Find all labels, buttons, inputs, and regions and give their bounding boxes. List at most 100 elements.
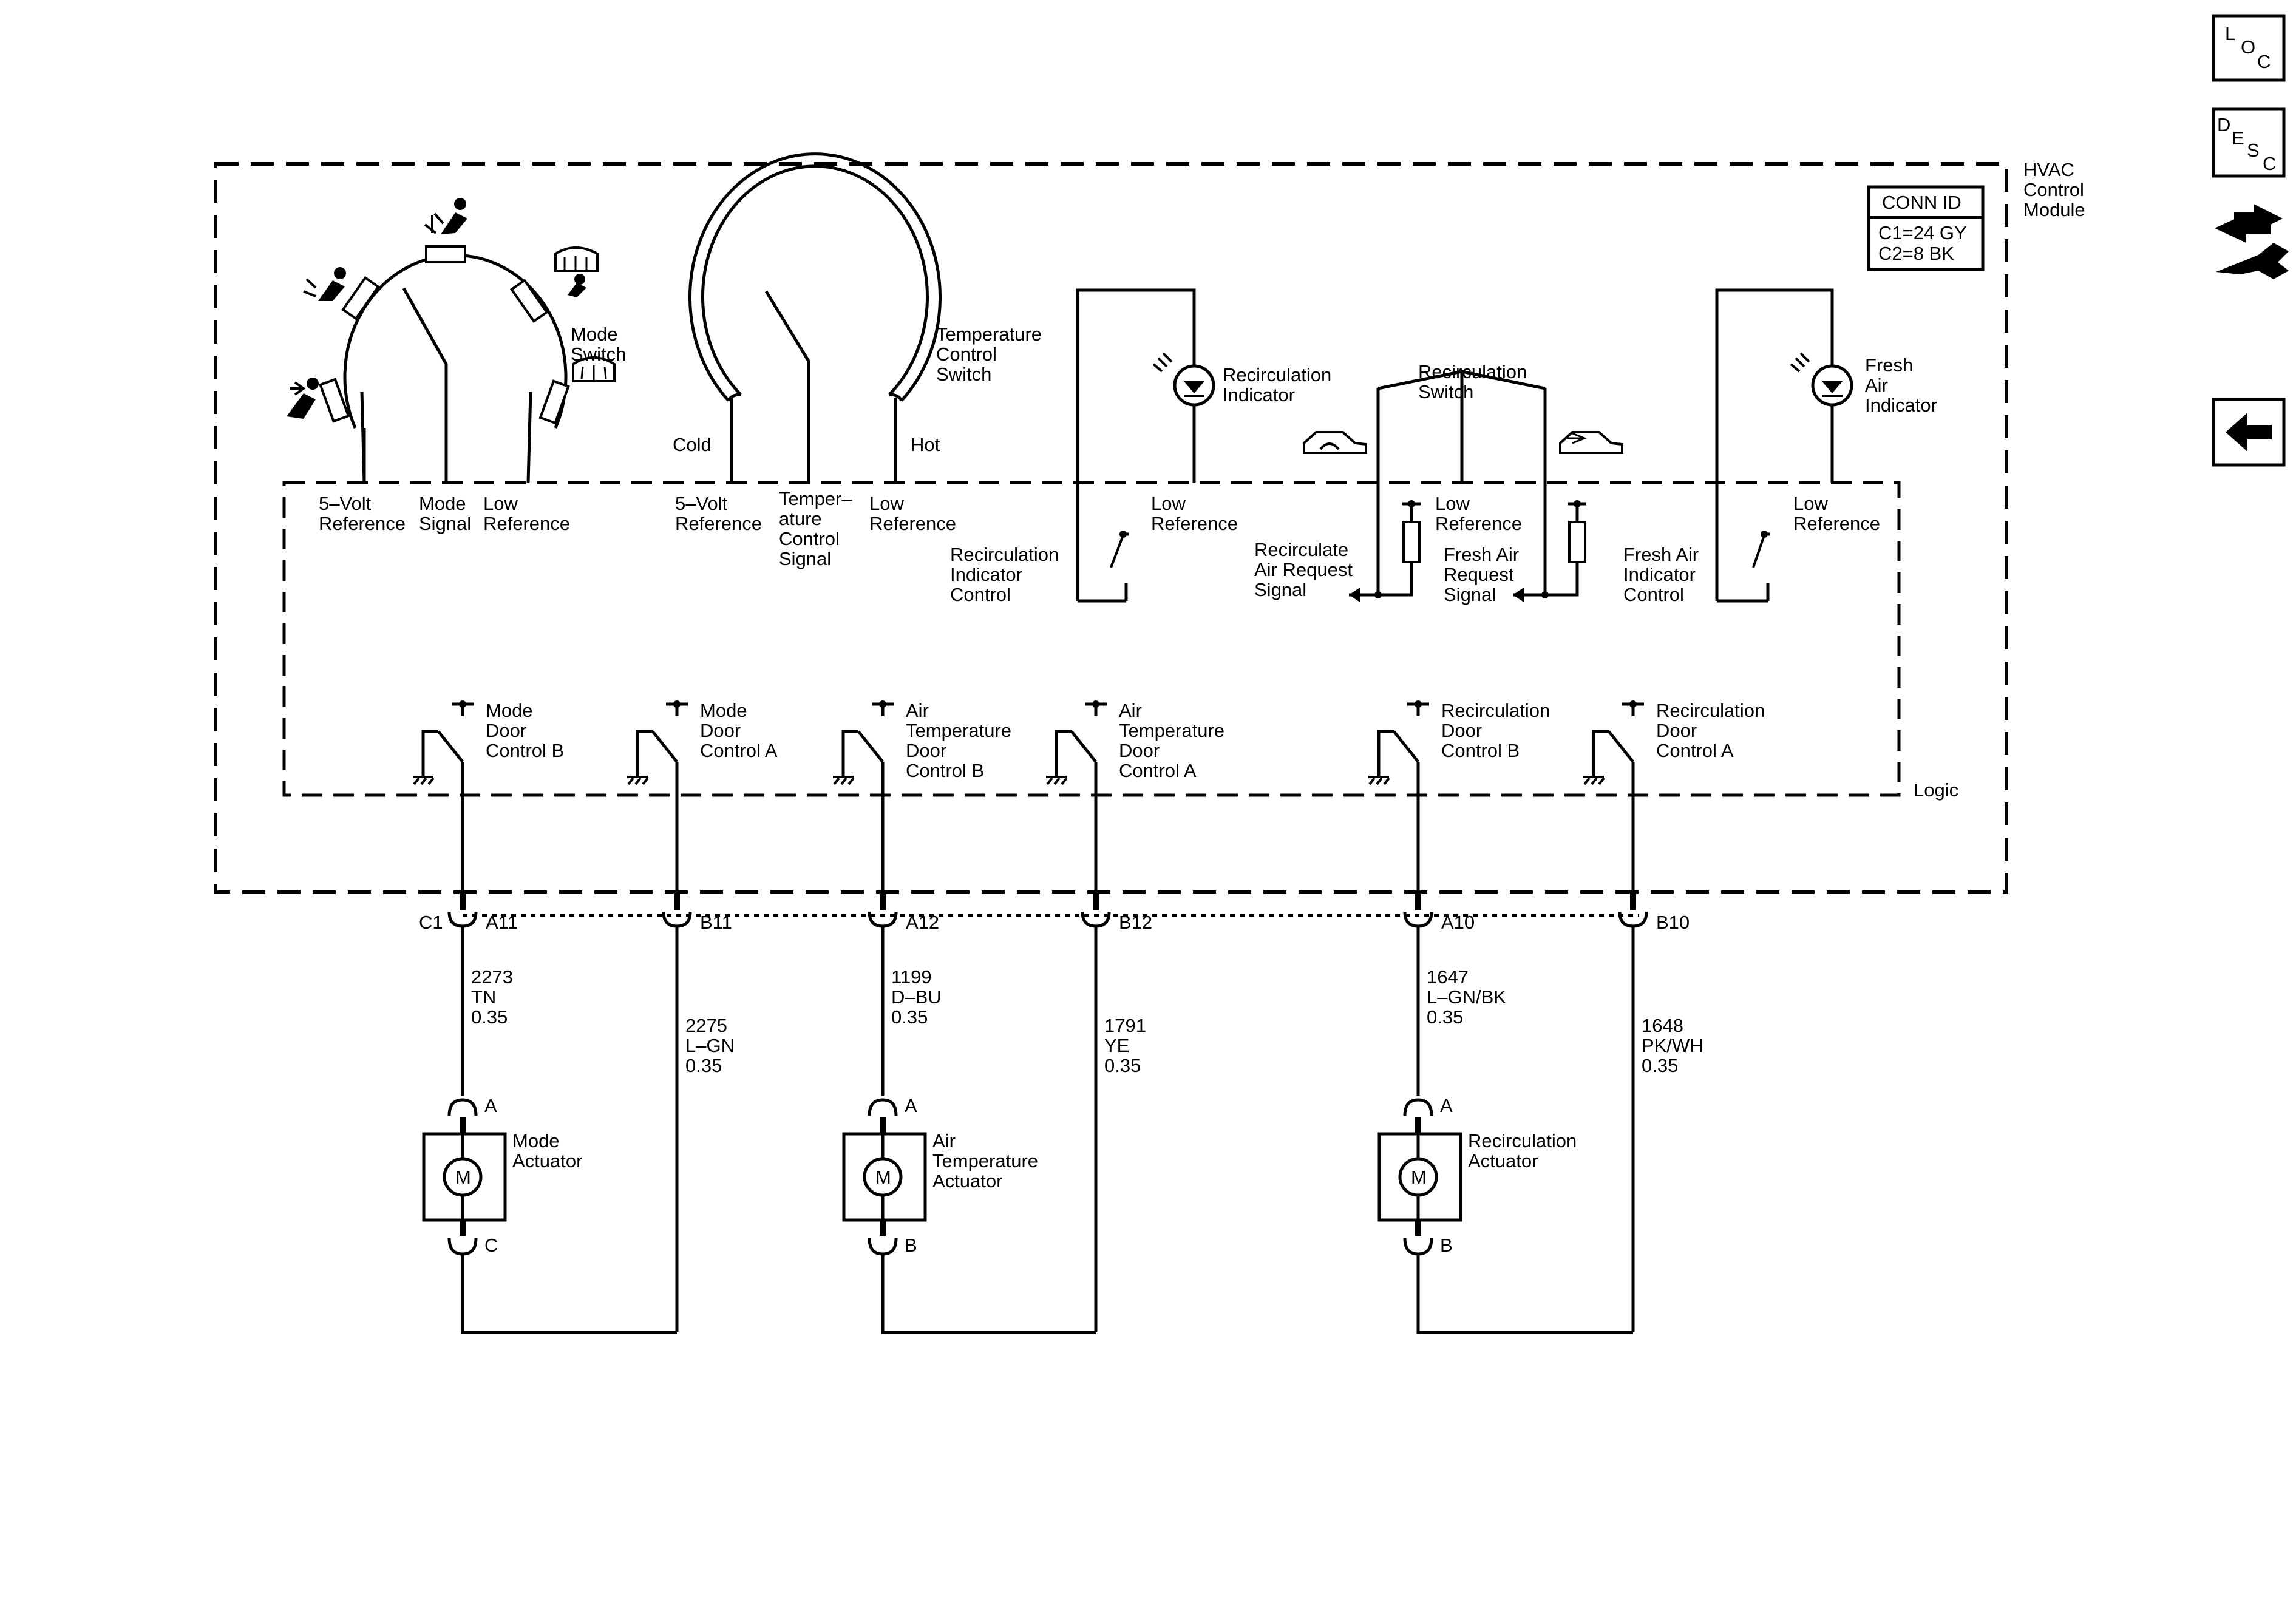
motor-letter: M xyxy=(455,1167,471,1188)
wire-gauge: 0.35 xyxy=(891,1006,928,1028)
loc-button[interactable]: L O C xyxy=(2212,14,2286,82)
motor-letter: M xyxy=(875,1167,891,1188)
mode-switch-title: Mode xyxy=(571,324,618,345)
actuator-name: Actuator xyxy=(512,1150,582,1171)
driver-label: Door xyxy=(1656,720,1697,741)
wire-gauge: 0.35 xyxy=(685,1055,722,1076)
desc-button[interactable]: D E S C xyxy=(2212,107,2286,178)
diagnostic-tools-icon[interactable] xyxy=(2215,204,2289,279)
wire-color: TN xyxy=(471,986,496,1008)
signal-label: Signal xyxy=(1254,579,1306,600)
hot-label: Hot xyxy=(911,434,940,455)
actuator-name: Air xyxy=(932,1130,956,1151)
fresh-indicator-title: Air xyxy=(1865,375,1888,396)
loc-letter-l: L xyxy=(2225,23,2235,44)
driver-label: Control A xyxy=(1656,740,1734,761)
vent-floor-icon xyxy=(287,378,319,419)
control-label: Indicator xyxy=(950,564,1022,585)
driver-label: Door xyxy=(486,720,526,741)
driver-label: Control A xyxy=(700,740,778,761)
terminal-label: Reference xyxy=(869,513,956,534)
desc-letter-e: E xyxy=(2232,127,2244,149)
control-label: Control xyxy=(1623,584,1684,605)
conn-id-line: C2=8 BK xyxy=(1878,243,1954,264)
wire-color: L–GN/BK xyxy=(1427,986,1506,1008)
ground-icon xyxy=(1368,776,1390,785)
motor-letter: M xyxy=(1411,1167,1427,1188)
connector-pin: A10 xyxy=(1403,892,1475,933)
driver-label: Control A xyxy=(1119,760,1197,781)
pin-label: B12 xyxy=(1119,912,1152,933)
ground-icon xyxy=(1583,776,1605,785)
driver-label: Mode xyxy=(486,700,533,721)
driver-label: Air xyxy=(906,700,929,721)
control-label: Indicator xyxy=(1623,564,1696,585)
signal-label: Recirculate xyxy=(1254,539,1348,560)
driver-label: Door xyxy=(1441,720,1482,741)
wire-gauge: 0.35 xyxy=(1642,1055,1678,1076)
left-arrow-icon xyxy=(2226,413,2272,452)
recirc-switch-title: Recirculation xyxy=(1418,361,1527,382)
actuator-pin-label: A xyxy=(1440,1095,1453,1116)
back-arrow-button[interactable] xyxy=(2212,398,2286,467)
terminal-label: Low xyxy=(1793,493,1828,514)
light-rays-icon xyxy=(1790,352,1810,373)
terminal-label: ature xyxy=(779,508,822,529)
module-name-line: HVAC xyxy=(2023,159,2074,180)
temp-switch-title: Switch xyxy=(936,364,991,385)
car-recirc-icon xyxy=(1303,431,1367,454)
motor-icon xyxy=(1398,1157,1438,1197)
control-label: Control xyxy=(950,584,1011,605)
driver-label: Temperature xyxy=(906,720,1011,741)
desc-letter-s: S xyxy=(2247,140,2260,161)
driver-label: Recirculation xyxy=(1656,700,1765,721)
terminal-label: Reference xyxy=(675,513,762,534)
terminal-label: Mode xyxy=(419,493,466,514)
motor-icon xyxy=(443,1157,483,1197)
circuit-number: 1791 xyxy=(1104,1015,1146,1036)
vent-bilevel-icon xyxy=(303,267,346,301)
recirculation-switch: Recirculation Switch Low Reference Recir… xyxy=(1254,361,1623,605)
ground-icon xyxy=(1046,776,1068,785)
wire-color: PK/WH xyxy=(1642,1035,1703,1056)
defrost-floor-icon xyxy=(554,246,599,297)
circuit-number: 2275 xyxy=(685,1015,727,1036)
car-fresh-air-icon xyxy=(1559,431,1623,454)
actuator-name: Actuator xyxy=(1468,1150,1538,1171)
wire-gauge: 0.35 xyxy=(1427,1006,1463,1028)
temp-switch-title: Temperature xyxy=(936,324,1042,345)
actuator-name: Temperature xyxy=(932,1150,1038,1171)
driver-label: Door xyxy=(1119,740,1160,761)
vent-face-icon xyxy=(424,198,467,234)
wire-gauge: 0.35 xyxy=(1104,1055,1141,1076)
terminal-label: Reference xyxy=(1151,513,1238,534)
pin-label: A11 xyxy=(486,912,518,933)
terminal-label: Signal xyxy=(419,513,471,534)
driver-label: Control B xyxy=(906,760,984,781)
temp-switch-title: Control xyxy=(936,344,997,365)
ground-icon xyxy=(413,776,435,785)
connector-pin: A11 xyxy=(447,892,518,933)
conn-id-title: CONN ID xyxy=(1882,192,1961,213)
recirc-switch-title: Switch xyxy=(1418,381,1473,402)
terminal-label: Reference xyxy=(319,513,406,534)
loc-letter-o: O xyxy=(2241,36,2255,58)
connector-pin: A12 xyxy=(868,892,939,933)
pin-label: A12 xyxy=(906,912,939,933)
mode-switch: Mode Switch 5–Volt Reference Mode Signal… xyxy=(287,198,626,534)
signal-label: Signal xyxy=(1444,584,1496,605)
motor-icon xyxy=(863,1157,903,1197)
actuator-pin-label: B xyxy=(1440,1235,1453,1256)
circuit-number: 1648 xyxy=(1642,1015,1683,1036)
driver-label: Mode xyxy=(700,700,747,721)
pin-label: B11 xyxy=(700,912,732,933)
wire-color: YE xyxy=(1104,1035,1129,1056)
